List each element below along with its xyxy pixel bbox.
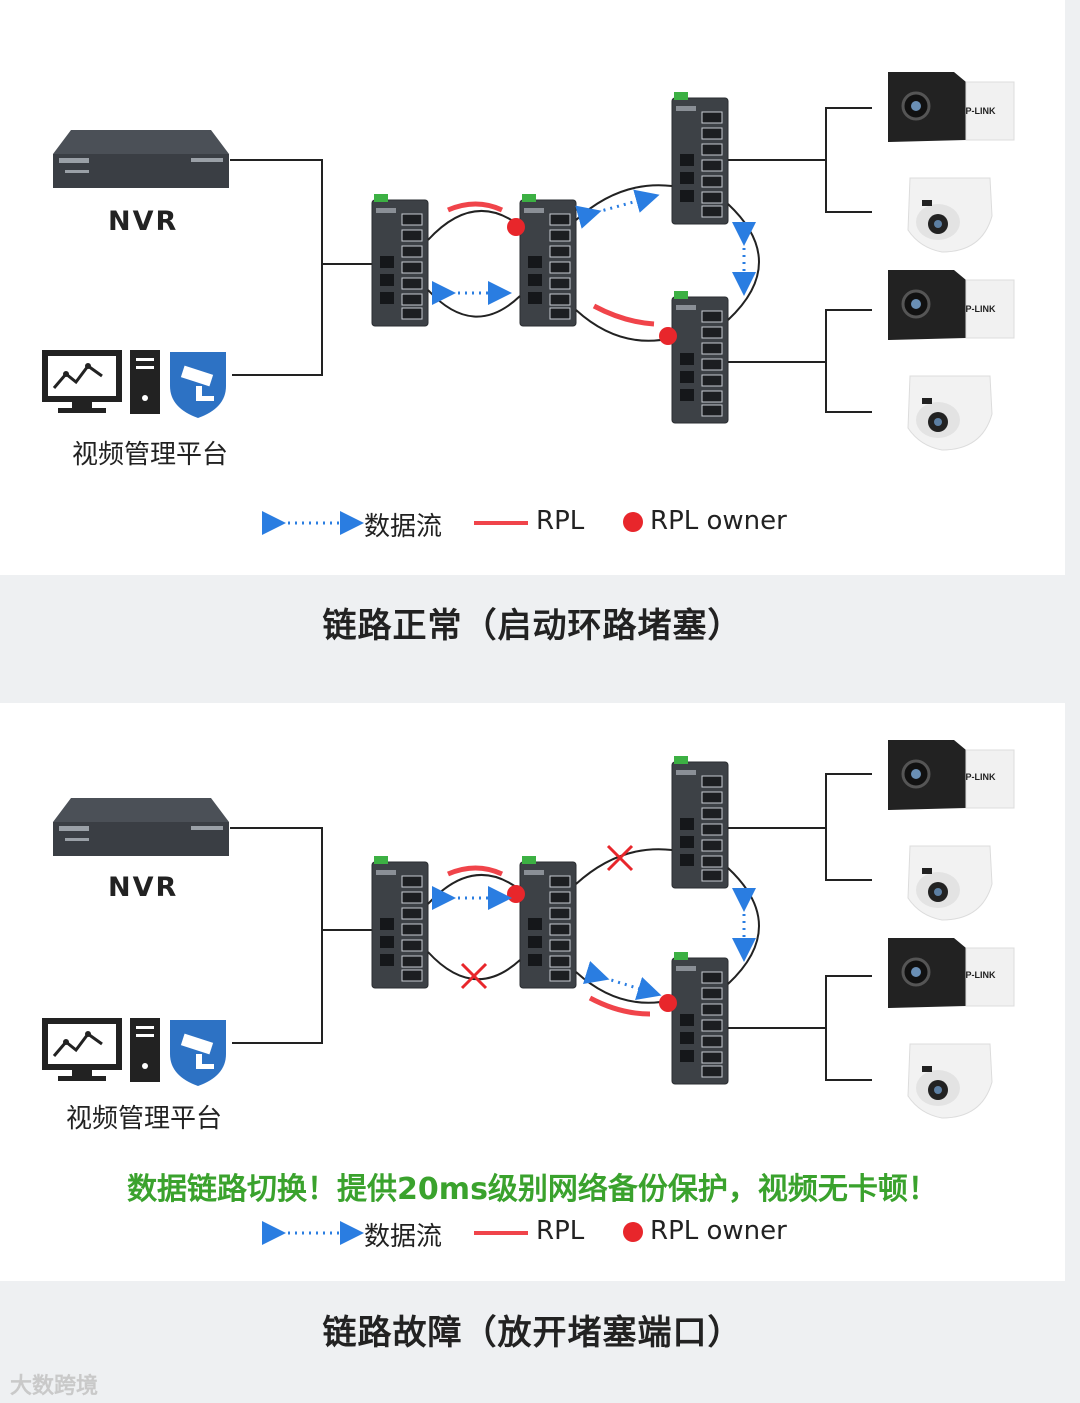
- link-failure-cross: [606, 844, 634, 872]
- nvr-device-icon: [53, 130, 229, 188]
- rpl-owner-dot: [507, 218, 525, 236]
- watermark: 大数跨境: [10, 1374, 99, 1399]
- dome-camera-icon: [907, 845, 993, 921]
- camera-brand-text: TP-LINK: [960, 772, 996, 782]
- switch-1: [371, 193, 429, 327]
- legend-rpl-owner-swatch: [623, 1222, 643, 1242]
- dome-camera-icon: [907, 375, 993, 451]
- platform-icon: [40, 1016, 228, 1088]
- legend-data-flow-label: 数据流: [364, 512, 443, 542]
- switch-4: [671, 290, 729, 424]
- dome-camera-icon: [907, 177, 993, 253]
- failover-highlight: 数据链路切换！提供20ms级别网络备份保护，视频无卡顿！: [127, 1172, 938, 1207]
- rpl-segment: [588, 995, 651, 1017]
- caption-fault: 链路故障（放开堵塞端口）: [322, 1313, 743, 1353]
- switch-3: [671, 91, 729, 225]
- nvr-device-icon: [53, 798, 229, 856]
- rpl-owner-dot: [659, 994, 677, 1012]
- data-flow-arrow: [575, 189, 660, 229]
- nvr-label: NVR: [108, 872, 179, 903]
- caption-normal: 链路正常（启动环路堵塞）: [322, 606, 743, 646]
- rpl-owner-dot: [659, 327, 677, 345]
- camera-brand-text: TP-LINK: [960, 304, 996, 314]
- legend-rpl-label: RPL: [536, 1216, 585, 1246]
- legend-data-flow-label: 数据流: [364, 1222, 443, 1252]
- rpl-owner-dot: [507, 885, 525, 903]
- camera-brand-text: TP-LINK: [960, 106, 996, 116]
- legend-rpl-owner-label: RPL owner: [650, 506, 787, 536]
- camera-brand-text: TP-LINK: [960, 970, 996, 980]
- platform-label: 视频管理平台: [72, 440, 229, 470]
- switch-2: [519, 855, 577, 989]
- nvr-label: NVR: [108, 206, 179, 237]
- dome-camera-icon: [907, 1043, 993, 1119]
- switch-2: [519, 193, 577, 327]
- rpl-segment: [447, 201, 504, 213]
- switch-1: [371, 855, 429, 989]
- uplink-bracket: [230, 159, 323, 376]
- rpl-segment: [592, 303, 655, 327]
- rpl-segment: [447, 865, 504, 877]
- legend-rpl-label: RPL: [536, 506, 585, 536]
- diagram-fault: TP-LINK TP-LINK: [40, 738, 1016, 1245]
- switch-3: [671, 755, 729, 889]
- switch-4: [671, 951, 729, 1085]
- diagram-normal: TP-LINK TP-LINK: [40, 70, 1016, 535]
- platform-label: 视频管理平台: [66, 1104, 223, 1134]
- link-failure-cross: [460, 962, 488, 990]
- legend-rpl-owner-swatch: [623, 512, 643, 532]
- data-flow-arrow: [583, 961, 662, 1000]
- legend-rpl-owner-label: RPL owner: [650, 1216, 787, 1246]
- platform-icon: [40, 348, 228, 420]
